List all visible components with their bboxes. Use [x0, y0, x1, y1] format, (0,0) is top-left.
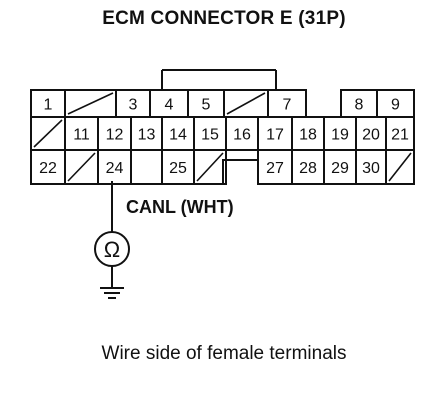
- blank-slash: [67, 92, 114, 115]
- terminal-number: 21: [391, 127, 409, 144]
- terminal-number: 27: [266, 160, 284, 177]
- terminal-number: 5: [202, 97, 211, 114]
- ohmmeter-circuit: Ω: [94, 181, 130, 299]
- terminal-number: 28: [299, 160, 317, 177]
- terminal-number: 9: [391, 97, 400, 114]
- terminal-number: 13: [138, 127, 156, 144]
- blank-slash: [196, 152, 224, 182]
- wire-label: CANL (WHT): [126, 197, 234, 217]
- terminal-24: [97, 149, 132, 185]
- terminal-number: 12: [106, 127, 124, 144]
- terminal-number: 7: [283, 97, 292, 114]
- terminal-number: 18: [299, 127, 317, 144]
- terminal-number: 8: [355, 97, 364, 114]
- blank-slash: [67, 152, 96, 182]
- terminal-number: 19: [331, 127, 349, 144]
- terminal-number: 29: [331, 160, 349, 177]
- terminal-number: 4: [165, 97, 174, 114]
- terminal-number: 15: [201, 127, 219, 144]
- terminal-number: 14: [169, 127, 187, 144]
- terminal-number: 17: [266, 127, 284, 144]
- terminal-number: 20: [362, 127, 380, 144]
- ground-icon: [100, 287, 124, 299]
- diagram-caption: Wire side of female terminals: [101, 343, 347, 364]
- blank-slash: [226, 92, 266, 115]
- terminal-number: 16: [233, 127, 251, 144]
- terminal-number: 3: [129, 97, 138, 114]
- terminal-number: 11: [73, 127, 90, 144]
- terminal-number: 30: [362, 160, 380, 177]
- terminal-number: 25: [169, 160, 187, 177]
- diagram-title: ECM CONNECTOR E (31P): [102, 8, 346, 29]
- terminal-number: 22: [39, 160, 57, 177]
- blank-terminal: [193, 149, 227, 185]
- blank-slash: [33, 119, 63, 148]
- ohm-symbol: Ω: [104, 237, 120, 262]
- terminal-number: 24: [106, 160, 124, 177]
- blank-terminal: [385, 149, 415, 185]
- blank-slash: [388, 152, 412, 182]
- terminal-number: 1: [44, 97, 53, 114]
